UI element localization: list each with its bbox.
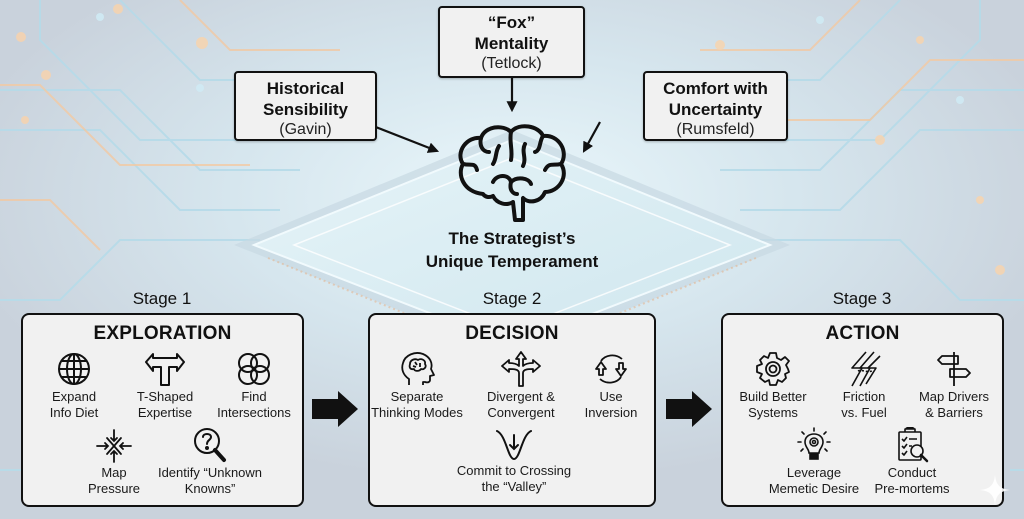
item-label-line: Find — [241, 389, 267, 404]
center-title: The Strategist’s Unique Temperament — [362, 227, 662, 273]
stage-item: Divergent & Convergent — [466, 351, 576, 421]
item-label-line: Map — [101, 465, 127, 480]
stage-title: EXPLORATION — [93, 323, 232, 344]
stage-item: Map Pressure — [59, 429, 169, 497]
influence-box-historical: Historical Sensibility (Gavin) — [234, 71, 377, 141]
item-label-line: Use — [599, 389, 623, 404]
stage-box-exploration: EXPLORATION Expand Info Diet T-Shaped Ex… — [21, 313, 304, 507]
stage-item: Friction vs. Fuel — [809, 351, 919, 421]
item-label-line: Expertise — [137, 405, 193, 420]
converging-arrows-icon — [96, 429, 132, 463]
influence-box-uncertainty: Comfort with Uncertainty (Rumsfeld) — [643, 71, 788, 141]
item-label-line: Separate — [390, 389, 444, 404]
t-shape-arrows-icon — [145, 353, 185, 386]
intersecting-circles-icon — [238, 353, 270, 385]
stage-arrow-2-to-3 — [666, 391, 712, 427]
influence-title-line: “Fox” — [487, 13, 536, 32]
stage-item: Conduct Pre-mortems — [857, 427, 967, 497]
item-label-line: Info Diet — [49, 405, 99, 420]
center-title-line: Unique Temperament — [425, 252, 599, 271]
stage-label: Stage 3 — [832, 289, 892, 308]
valley-arrow-icon — [496, 430, 532, 461]
influence-title-line: Historical — [266, 79, 345, 98]
head-brain-icon — [401, 352, 435, 385]
stage-title: DECISION — [465, 323, 559, 344]
item-label-line: Divergent & — [487, 389, 555, 404]
lightbulb-gear-icon — [797, 427, 831, 460]
stage-item: Find Intersections — [199, 351, 309, 421]
influence-source: (Tetlock) — [481, 55, 542, 72]
stage-item: Separate Thinking Modes — [362, 351, 472, 421]
item-label-line: Conduct — [887, 465, 937, 480]
influence-title-line: Comfort with — [663, 79, 768, 98]
influence-title-line: Sensibility — [262, 100, 349, 119]
item-label-line: Expand — [51, 389, 97, 404]
stage-title: ACTION — [825, 323, 900, 344]
stage-item: Expand Info Diet — [19, 351, 129, 421]
globe-icon — [58, 353, 90, 385]
item-label-line: Pre-mortems — [874, 481, 950, 496]
influence-title-line: Mentality — [474, 34, 549, 53]
stage-item: T-Shaped Expertise — [110, 351, 220, 421]
stage-item: Identify “Unknown Knowns” — [155, 427, 265, 497]
item-label-line: Knowns” — [184, 481, 236, 496]
item-label-line: T-Shaped — [136, 389, 194, 404]
stage-item: Map Drivers & Barriers — [899, 351, 1009, 421]
stage-item: Leverage Memetic Desire — [759, 427, 869, 497]
brain-icon — [458, 124, 566, 222]
item-label-line: Thinking Modes — [371, 405, 463, 420]
sparkle-icon — [980, 475, 1010, 505]
item-label-line: Intersections — [217, 405, 291, 420]
gear-icon — [756, 352, 790, 386]
influence-source: (Gavin) — [279, 121, 332, 138]
item-label-line: Friction — [842, 389, 886, 404]
center-title-line: The Strategist’s — [448, 229, 576, 248]
item-label-line: Convergent — [487, 405, 555, 420]
item-label-line: Memetic Desire — [768, 481, 860, 496]
item-label-line: Map Drivers — [918, 389, 990, 404]
question-magnifier-icon — [194, 428, 226, 462]
item-label-line: Pressure — [87, 481, 141, 496]
influence-box-fox: “Fox” Mentality (Tetlock) — [438, 6, 585, 78]
item-label-line: & Barriers — [925, 405, 983, 420]
lightning-icon — [851, 351, 881, 387]
influence-source: (Rumsfeld) — [676, 121, 755, 138]
clipboard-magnifier-icon — [898, 427, 929, 463]
stage-item: Commit to Crossing the “Valley” — [444, 429, 584, 495]
item-label-line: Leverage — [786, 465, 842, 480]
stage-label: Stage 2 — [482, 289, 542, 308]
diverging-arrows-icon — [501, 351, 541, 387]
signpost-icon — [937, 352, 971, 386]
stage-box-action: ACTION Build Better Systems Friction vs.… — [721, 313, 1004, 507]
stage-box-decision: DECISION Separate Thinking Modes Diverge… — [368, 313, 656, 507]
stage-item: Use Inversion — [556, 351, 666, 421]
influence-title-line: Uncertainty — [668, 100, 763, 119]
item-label-line: Inversion — [584, 405, 638, 420]
item-label-line: vs. Fuel — [841, 405, 887, 420]
item-label-line: Identify “Unknown — [157, 465, 263, 480]
item-label-line: Build Better — [739, 389, 807, 404]
cycle-arrows-icon — [595, 354, 627, 384]
item-label-line: Commit to Crossing — [456, 463, 572, 478]
item-label-line: Systems — [748, 405, 798, 420]
stage-arrow-1-to-2 — [312, 391, 358, 427]
stage-label: Stage 1 — [132, 289, 192, 308]
item-label-line: the “Valley” — [481, 479, 547, 494]
stage-item: Build Better Systems — [718, 351, 828, 421]
